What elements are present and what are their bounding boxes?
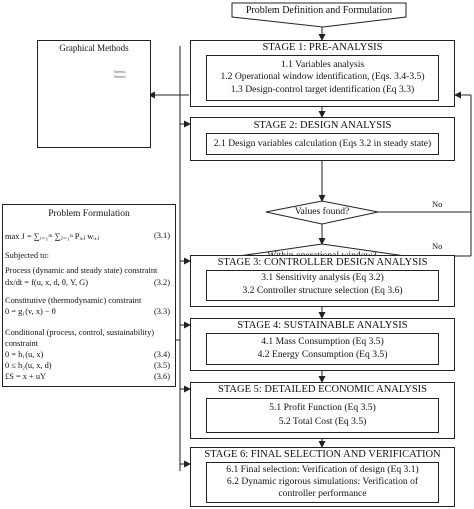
legend-series1: Series1 [114,70,126,74]
conditional-eq-1: 0 = h₁(u, x) [5,350,44,359]
stage5-title: STAGE 5: DETAILED ECONOMIC ANALYSIS [217,384,427,395]
stage1-title: STAGE 1: PRE-ANALYSIS [262,42,383,53]
graphical-methods-title: Graphical Methods [59,43,129,53]
process-constraint-eq: dx/dt = f(u, x, d, θ, Y, G) [5,278,89,287]
problem-formulation-title: Problem Formulation [48,209,130,219]
conditional-heading-1: Conditional (process, control, sustainab… [5,328,155,337]
stage1-inner [206,55,439,101]
conditional-num-3: (3.6) [153,372,170,381]
stage2-inner [206,133,439,155]
stage6-item-1: 6.1 Final selection: Verification of des… [226,464,419,475]
stage6-title: STAGE 6: FINAL SELECTION AND VERIFICATIO… [204,449,441,460]
stage4-title: STAGE 4: SUSTAINABLE ANALYSIS [237,320,408,331]
stage1-item-2: 1.2 Operational window identification, (… [220,71,425,82]
stage3-item-2: 3.2 Controller structure selection (Eq 3… [242,285,403,296]
stage3-item-1: 3.1 Sensitivity analysis (Eq 3.2) [261,272,384,283]
top-box-label: Problem Definition and Formulation [245,5,393,16]
stage3-title: STAGE 3: CONTROLLER DESIGN ANALYSIS [217,257,428,268]
stage2-item-1: 2.1 Design variables calculation (Eqs 3.… [213,138,432,149]
stage6-item-3: controller performance [278,488,367,499]
stage2-title: STAGE 2: DESIGN ANALYSIS [253,120,392,131]
stage6-inner [206,462,439,503]
graphical-methods-box: Graphical Methods [37,40,151,148]
decision-values-found: Values found? [294,206,350,217]
problem-formulation-box: Problem Formulation [2,204,176,387]
stage4-inner [206,333,439,365]
conditional-eq-3: £S = x + uY [5,372,47,381]
legend-series2: Series2 [114,75,126,79]
stage1-item-3: 1.3 Design-control target identification… [230,84,415,95]
subject-to-label: Subjected to: [5,251,49,260]
stage3-inner [206,270,439,301]
objective-eq: max J = ∑ᵢ₌₁ᵐ ∑ⱼ₌₁ⁿ Pᵢ,ⱼ wᵢ,ⱼ [5,232,99,241]
constitutive-num: (3.3) [153,307,170,316]
constitutive-eq: 0 = g₁(v, x) − θ [5,307,56,316]
conditional-num-2: (3.5) [153,361,170,370]
constitutive-heading: Constitutive (thermodynamic) constraint [5,296,142,305]
top-box-shape [231,2,407,28]
conditional-heading-2: constraint [5,339,39,348]
stage4-item-1: 4.1 Mass Consumption (Eq 3.5) [261,336,384,347]
stage1-item-1: 1.1 Variables analysis [280,59,365,70]
conditional-eq-2: 0 ≤ h₂(u, x, d) [5,361,52,370]
conditional-num-1: (3.4) [153,350,170,359]
stage5-item-2: 5.2 Total Cost (Eq 3.5) [278,416,367,427]
stage5-inner [206,398,439,433]
stage6-item-2: 6.2 Dynamic rigorous simulations: Verifi… [226,476,419,487]
no-label-2: No [432,241,443,251]
no-label-1: No [432,199,443,209]
process-constraint-heading: Process (dynamic and steady state) const… [5,266,158,275]
objective-num: (3.1) [153,231,170,240]
process-constraint-num: (3.2) [153,278,170,287]
stage5-item-1: 5.1 Profit Function (Eq 3.5) [269,402,376,413]
stage4-item-2: 4.2 Energy Consumption (Eq 3.5) [257,349,388,360]
